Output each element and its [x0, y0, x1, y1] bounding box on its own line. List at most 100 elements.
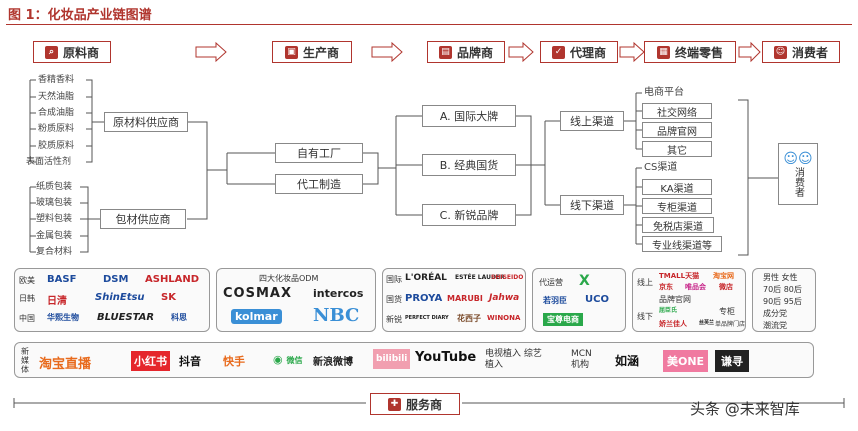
- agent-label: 代运营: [539, 278, 563, 287]
- brand-tag: 国货: [386, 295, 402, 304]
- logo-baozun: 宝尊电商: [543, 313, 583, 326]
- stage-label: 消费者: [791, 45, 828, 60]
- logo-vip: 唯品会: [685, 283, 706, 291]
- profile-gender: 男性 女性: [763, 273, 798, 282]
- raw-item: 香精香料: [38, 75, 75, 85]
- logo-youtube: YouTube: [415, 350, 477, 365]
- logo-nisshin: 日清: [47, 296, 67, 307]
- stage-consumer: ☺ 消费者: [762, 41, 840, 63]
- logo-loreal: L'ORÉAL: [405, 273, 447, 283]
- packaging-item: 复合材料: [36, 247, 73, 257]
- logo-jiaolan: 娇兰佳人: [659, 320, 687, 328]
- logo-watsons: 屈臣氏: [659, 307, 678, 314]
- stage-retail: ▦终端零售: [644, 41, 736, 63]
- logo-taobao: 淘宝网: [713, 272, 734, 280]
- odm-logo-panel: 四大化妆品ODM COSMAX intercos kolmar NBC: [216, 268, 376, 332]
- check-icon: ✓: [551, 45, 565, 59]
- packaging-item: 金属包装: [36, 231, 73, 241]
- flow-arrow: [371, 41, 403, 63]
- logo-wechat: ◉ 微信: [273, 353, 302, 366]
- retail-professional: 专业线渠道等: [642, 236, 722, 252]
- consumer-profile-panel: 男性 女性 70后 80后 90后 95后 成分党 潮流党: [752, 268, 816, 332]
- logo-sk: SK: [161, 292, 176, 303]
- region-label: 中国: [19, 314, 35, 323]
- odm-heading: 四大化妆品ODM: [259, 274, 319, 283]
- consumer-label: 消费者: [792, 167, 804, 197]
- profile-ingredient: 成分党: [763, 309, 787, 318]
- logo-cosmax: COSMAX: [223, 286, 292, 301]
- retail-duty-free: 免税店渠道: [642, 217, 714, 233]
- logo-winona: WINONA: [487, 314, 521, 322]
- logo-x-icon: X: [579, 273, 590, 289]
- store-icon: ▦: [656, 45, 670, 59]
- packaging-item: 纸质包装: [36, 182, 73, 192]
- stage-label: 生产商: [302, 45, 339, 60]
- logo-shinetsu: ShinEtsu: [95, 292, 145, 303]
- logo-douyin: 抖音: [179, 355, 201, 368]
- raw-material-supplier: 原材料供应商: [104, 112, 188, 132]
- retail-offline-label: 线下: [637, 312, 653, 321]
- logo-xiaohongshu: 小红书: [131, 351, 170, 371]
- stage-services: ✚ 服务商: [370, 393, 460, 415]
- consumer-box: ☺☺ 消费者: [778, 143, 818, 205]
- agent-logo-panel: 代运营 X 若羽臣 UCO 宝尊电商: [532, 268, 626, 332]
- logo-jd: 京东: [659, 283, 673, 291]
- logo-basf: BASF: [47, 274, 77, 285]
- logo-ashland: ASHLAND: [145, 274, 200, 285]
- online-channel: 线上渠道: [560, 111, 624, 131]
- packaging-item: 玻璃包装: [36, 198, 73, 208]
- flow-arrow: [738, 41, 761, 63]
- flow-arrow: [619, 41, 645, 63]
- offline-channel: 线下渠道: [560, 195, 624, 215]
- stage-label: 代理商: [569, 45, 606, 60]
- packaging-item: 塑料包装: [36, 214, 73, 224]
- logo-perfectdiary: PERFECT DIARY: [405, 315, 449, 321]
- media-label: 新媒体: [21, 347, 29, 374]
- retail-cs: CS渠道: [644, 162, 678, 173]
- wechat-icon: ◉: [273, 353, 283, 366]
- stage-raw-materials: ⌕原料商: [33, 41, 111, 63]
- media-mcn-label: MCN 机构: [571, 349, 592, 370]
- logo-kesi: 科思: [171, 313, 187, 322]
- retail-ka: KA渠道: [642, 179, 712, 195]
- stage-manufacturer: ▣ 生产商: [272, 41, 352, 63]
- brand-logo-panel: 国际 L'ORÉAL ESTÉE LAUDER SHISEIDO 国货 PROY…: [382, 268, 526, 332]
- brand-tag: 新锐: [386, 315, 402, 324]
- stage-label: 品牌商: [456, 45, 493, 60]
- retail-single-brand-store: 单品牌门店: [715, 321, 746, 328]
- logo-dsm: DSM: [103, 274, 129, 285]
- people-icon: ☺: [773, 45, 787, 59]
- logo-tmall: TMALL天猫: [659, 272, 700, 280]
- stage-brand: ▤ 品牌商: [427, 41, 505, 63]
- materials-logo-panel: 欧美 BASF DSM ASHLAND 日韩 日清 ShinEtsu SK 中国…: [14, 268, 210, 332]
- logo-text: 微信: [286, 356, 303, 365]
- retail-logo-panel: 线上 TMALL天猫 淘宝网 京东 唯品会 微店 品牌官网 线下 屈臣氏 专柜 …: [632, 268, 746, 332]
- profile-trend: 潮流党: [763, 321, 787, 330]
- retail-counter: 专柜渠道: [642, 198, 712, 214]
- logo-bloomage: 华熙生物: [47, 313, 79, 322]
- region-label: 欧美: [19, 276, 35, 285]
- logo-proya: PROYA: [405, 293, 443, 304]
- retail-social: 社交网络: [642, 103, 712, 119]
- retail-official-site: 品牌官网: [659, 295, 691, 304]
- logo-uco: UCO: [585, 294, 609, 305]
- flow-arrow: [195, 41, 227, 63]
- stage-label: 原料商: [62, 45, 99, 60]
- stage-label: 服务商: [405, 397, 442, 412]
- logo-ruoyuchen: 若羽臣: [543, 296, 567, 305]
- raw-item: 粉质原料: [38, 124, 75, 134]
- retail-ecommerce: 电商平台: [644, 87, 684, 98]
- logo-kuaishou: 快手: [223, 355, 245, 368]
- media-logo-panel: 新媒体 淘宝直播 小红书 抖音 快手 ◉ 微信 新浪微博 bilibili Yo…: [14, 342, 814, 378]
- service-icon: ✚: [387, 397, 401, 411]
- factory-icon: ▣: [284, 45, 298, 59]
- logo-bluestar: BLUESTAR: [97, 312, 155, 323]
- oem-manufacturing: 代工制造: [275, 174, 363, 194]
- flow-arrow: [508, 41, 534, 63]
- retail-online-label: 线上: [637, 278, 653, 287]
- shop-icon: ▤: [438, 45, 452, 59]
- packaging-supplier: 包材供应商: [100, 209, 186, 229]
- logo-marubi: MARUBI: [447, 294, 483, 303]
- logo-weibo: 新浪微博: [313, 357, 353, 368]
- stage-agent: ✓ 代理商: [540, 41, 618, 63]
